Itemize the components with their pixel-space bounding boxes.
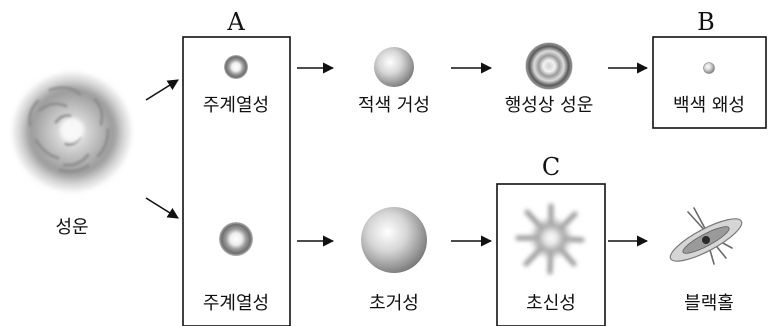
arrow-nebula-to-main-sequence-bottom bbox=[145, 197, 179, 219]
box-B bbox=[652, 36, 767, 129]
main-sequence-star-top bbox=[224, 55, 248, 79]
nebula-image bbox=[12, 72, 132, 192]
supergiant-image bbox=[361, 207, 427, 273]
box-C bbox=[496, 183, 606, 326]
label-supergiant: 초거성 bbox=[369, 293, 419, 314]
arrow-nebula-to-main-sequence-top bbox=[145, 79, 179, 101]
label-supernova: 초신성 bbox=[526, 293, 576, 314]
supernova-image bbox=[515, 203, 585, 275]
main-sequence-star-bottom bbox=[219, 222, 253, 256]
box-A bbox=[182, 36, 291, 326]
label-red-giant: 적색 거성 bbox=[358, 95, 430, 116]
label-main-sequence-bottom: 주계열성 bbox=[203, 293, 269, 314]
box-B-letter: B bbox=[697, 8, 715, 36]
white-dwarf-image bbox=[703, 62, 715, 74]
label-main-sequence-top: 주계열성 bbox=[203, 95, 269, 116]
box-C-letter: C bbox=[542, 153, 560, 181]
planetary-nebula-image bbox=[526, 43, 572, 89]
label-white-dwarf: 백색 왜성 bbox=[673, 95, 745, 116]
box-A-letter: A bbox=[226, 8, 245, 36]
label-planetary-nebula: 행성상 성운 bbox=[505, 95, 594, 116]
black-hole-image bbox=[669, 207, 743, 265]
label-nebula: 성운 bbox=[55, 217, 88, 238]
red-giant-image bbox=[374, 47, 414, 87]
label-black-hole: 블랙홀 bbox=[684, 293, 734, 314]
